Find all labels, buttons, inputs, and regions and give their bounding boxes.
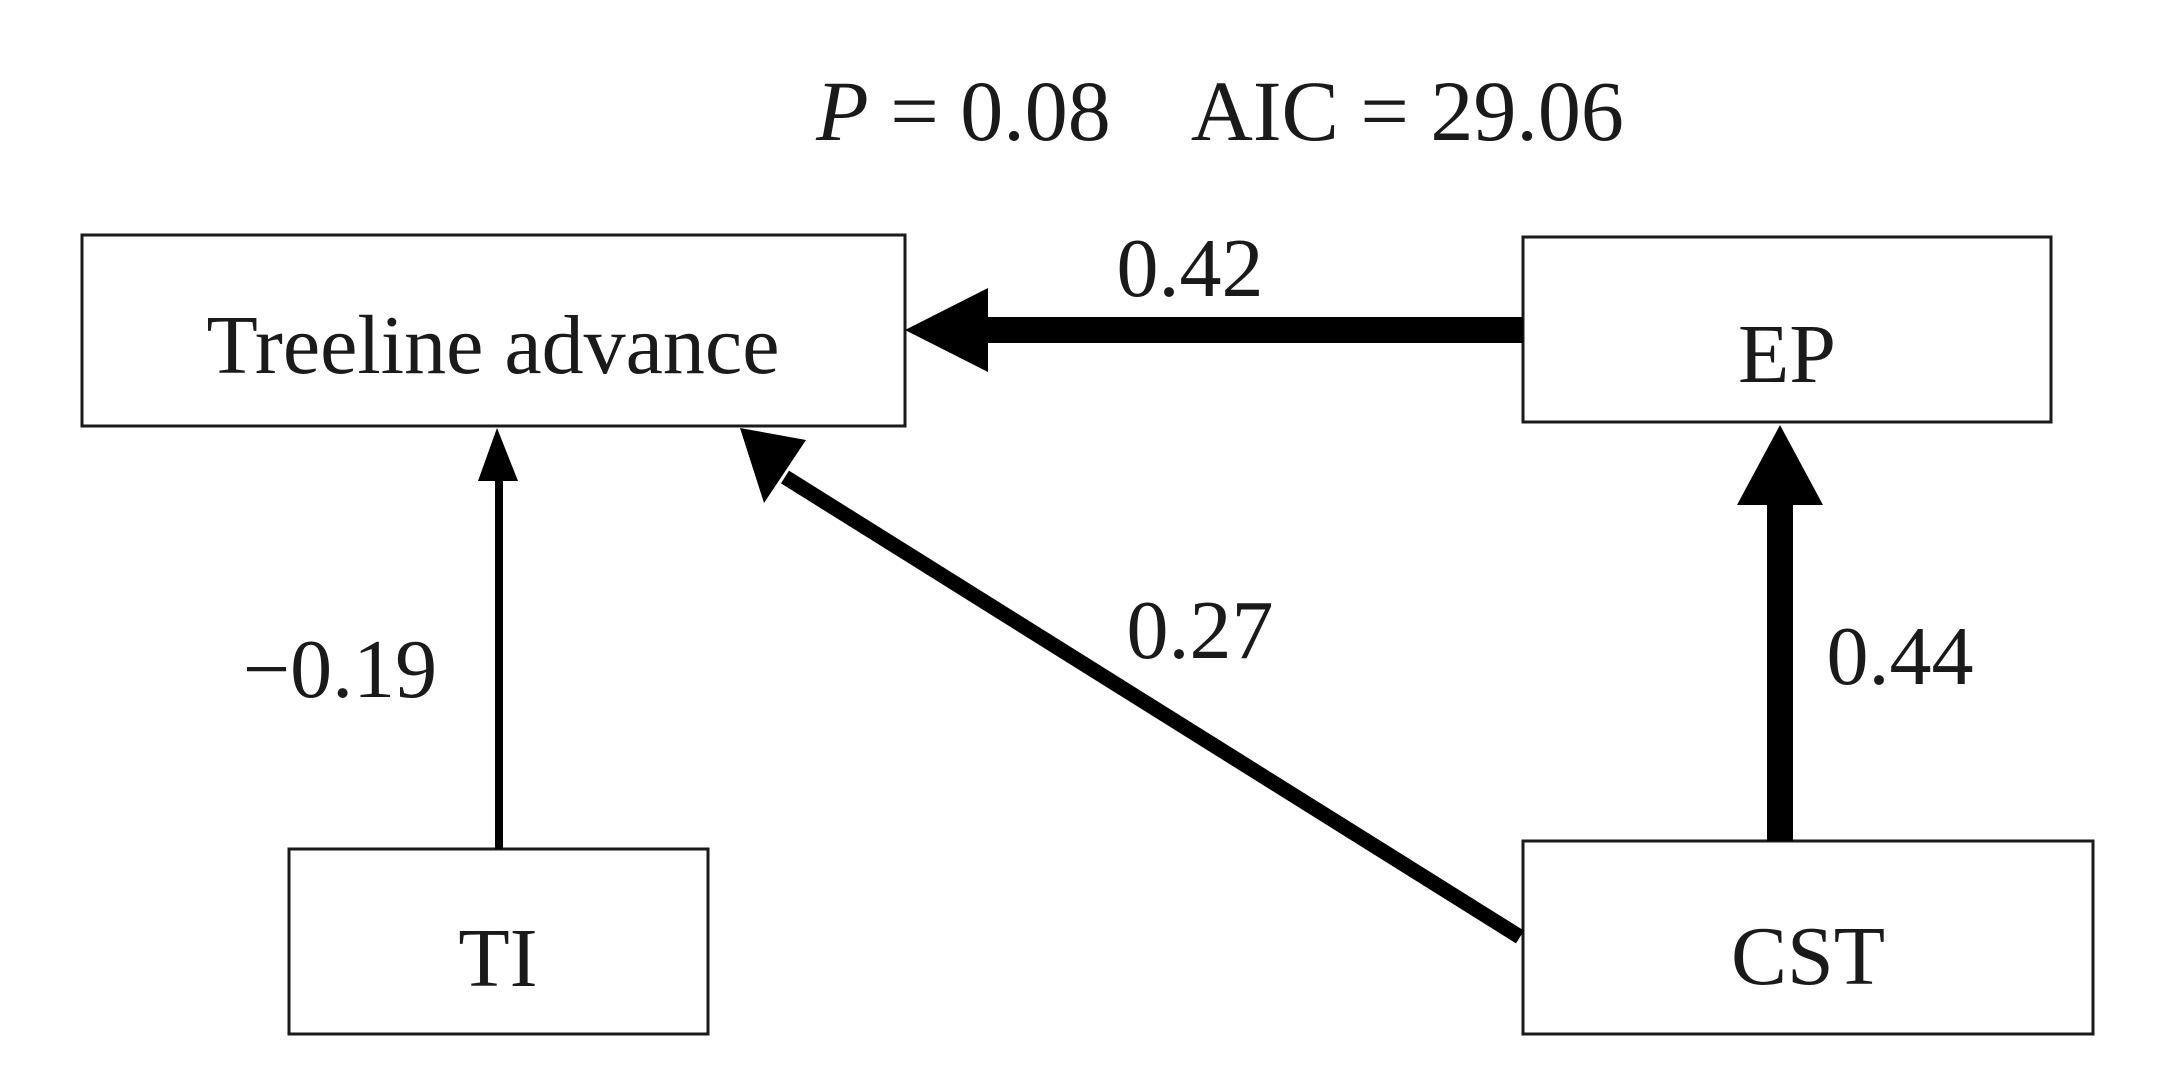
arrow-ep-to-treeline (905, 288, 1523, 372)
arrow-ti-to-treeline-head (478, 428, 518, 481)
p-symbol: P (815, 63, 869, 159)
arrow-ti-to-treeline (478, 428, 518, 849)
node-ti: TI (287, 847, 710, 1036)
coef-cst-to-treeline: 0.27 (1127, 584, 1274, 677)
p-value: = 0.08 (869, 63, 1111, 159)
node-cst-label: CST (1731, 910, 1885, 1003)
node-cst: CST (1521, 839, 2095, 1036)
arrow-cst-to-ep-head (1737, 425, 1823, 505)
node-ti-label: TI (458, 912, 537, 1005)
aic-value: AIC = 29.06 (1191, 63, 1624, 159)
node-ep: EP (1521, 235, 2053, 424)
arrow-cst-to-treeline-head (740, 428, 806, 503)
node-ep-box (1521, 235, 2053, 424)
node-treeline-advance-box (80, 233, 907, 428)
node-treeline-advance: Treeline advance (80, 233, 907, 428)
node-treeline-advance-label: Treeline advance (207, 299, 780, 392)
node-ep-label: EP (1738, 308, 1836, 401)
arrow-cst-to-treeline (740, 428, 1524, 944)
node-cst-box (1521, 839, 2095, 1036)
arrow-ep-to-treeline-head (905, 288, 988, 372)
coef-cst-to-ep: 0.44 (1827, 610, 1974, 703)
arrow-cst-to-treeline-shaft (781, 470, 1524, 944)
arrow-cst-to-ep (1737, 425, 1823, 841)
coef-ep-to-treeline: 0.42 (1117, 222, 1264, 315)
model-fit-stats: P = 0.08 AIC = 29.06 (815, 63, 1624, 159)
coef-ti-to-treeline: −0.19 (243, 623, 437, 716)
